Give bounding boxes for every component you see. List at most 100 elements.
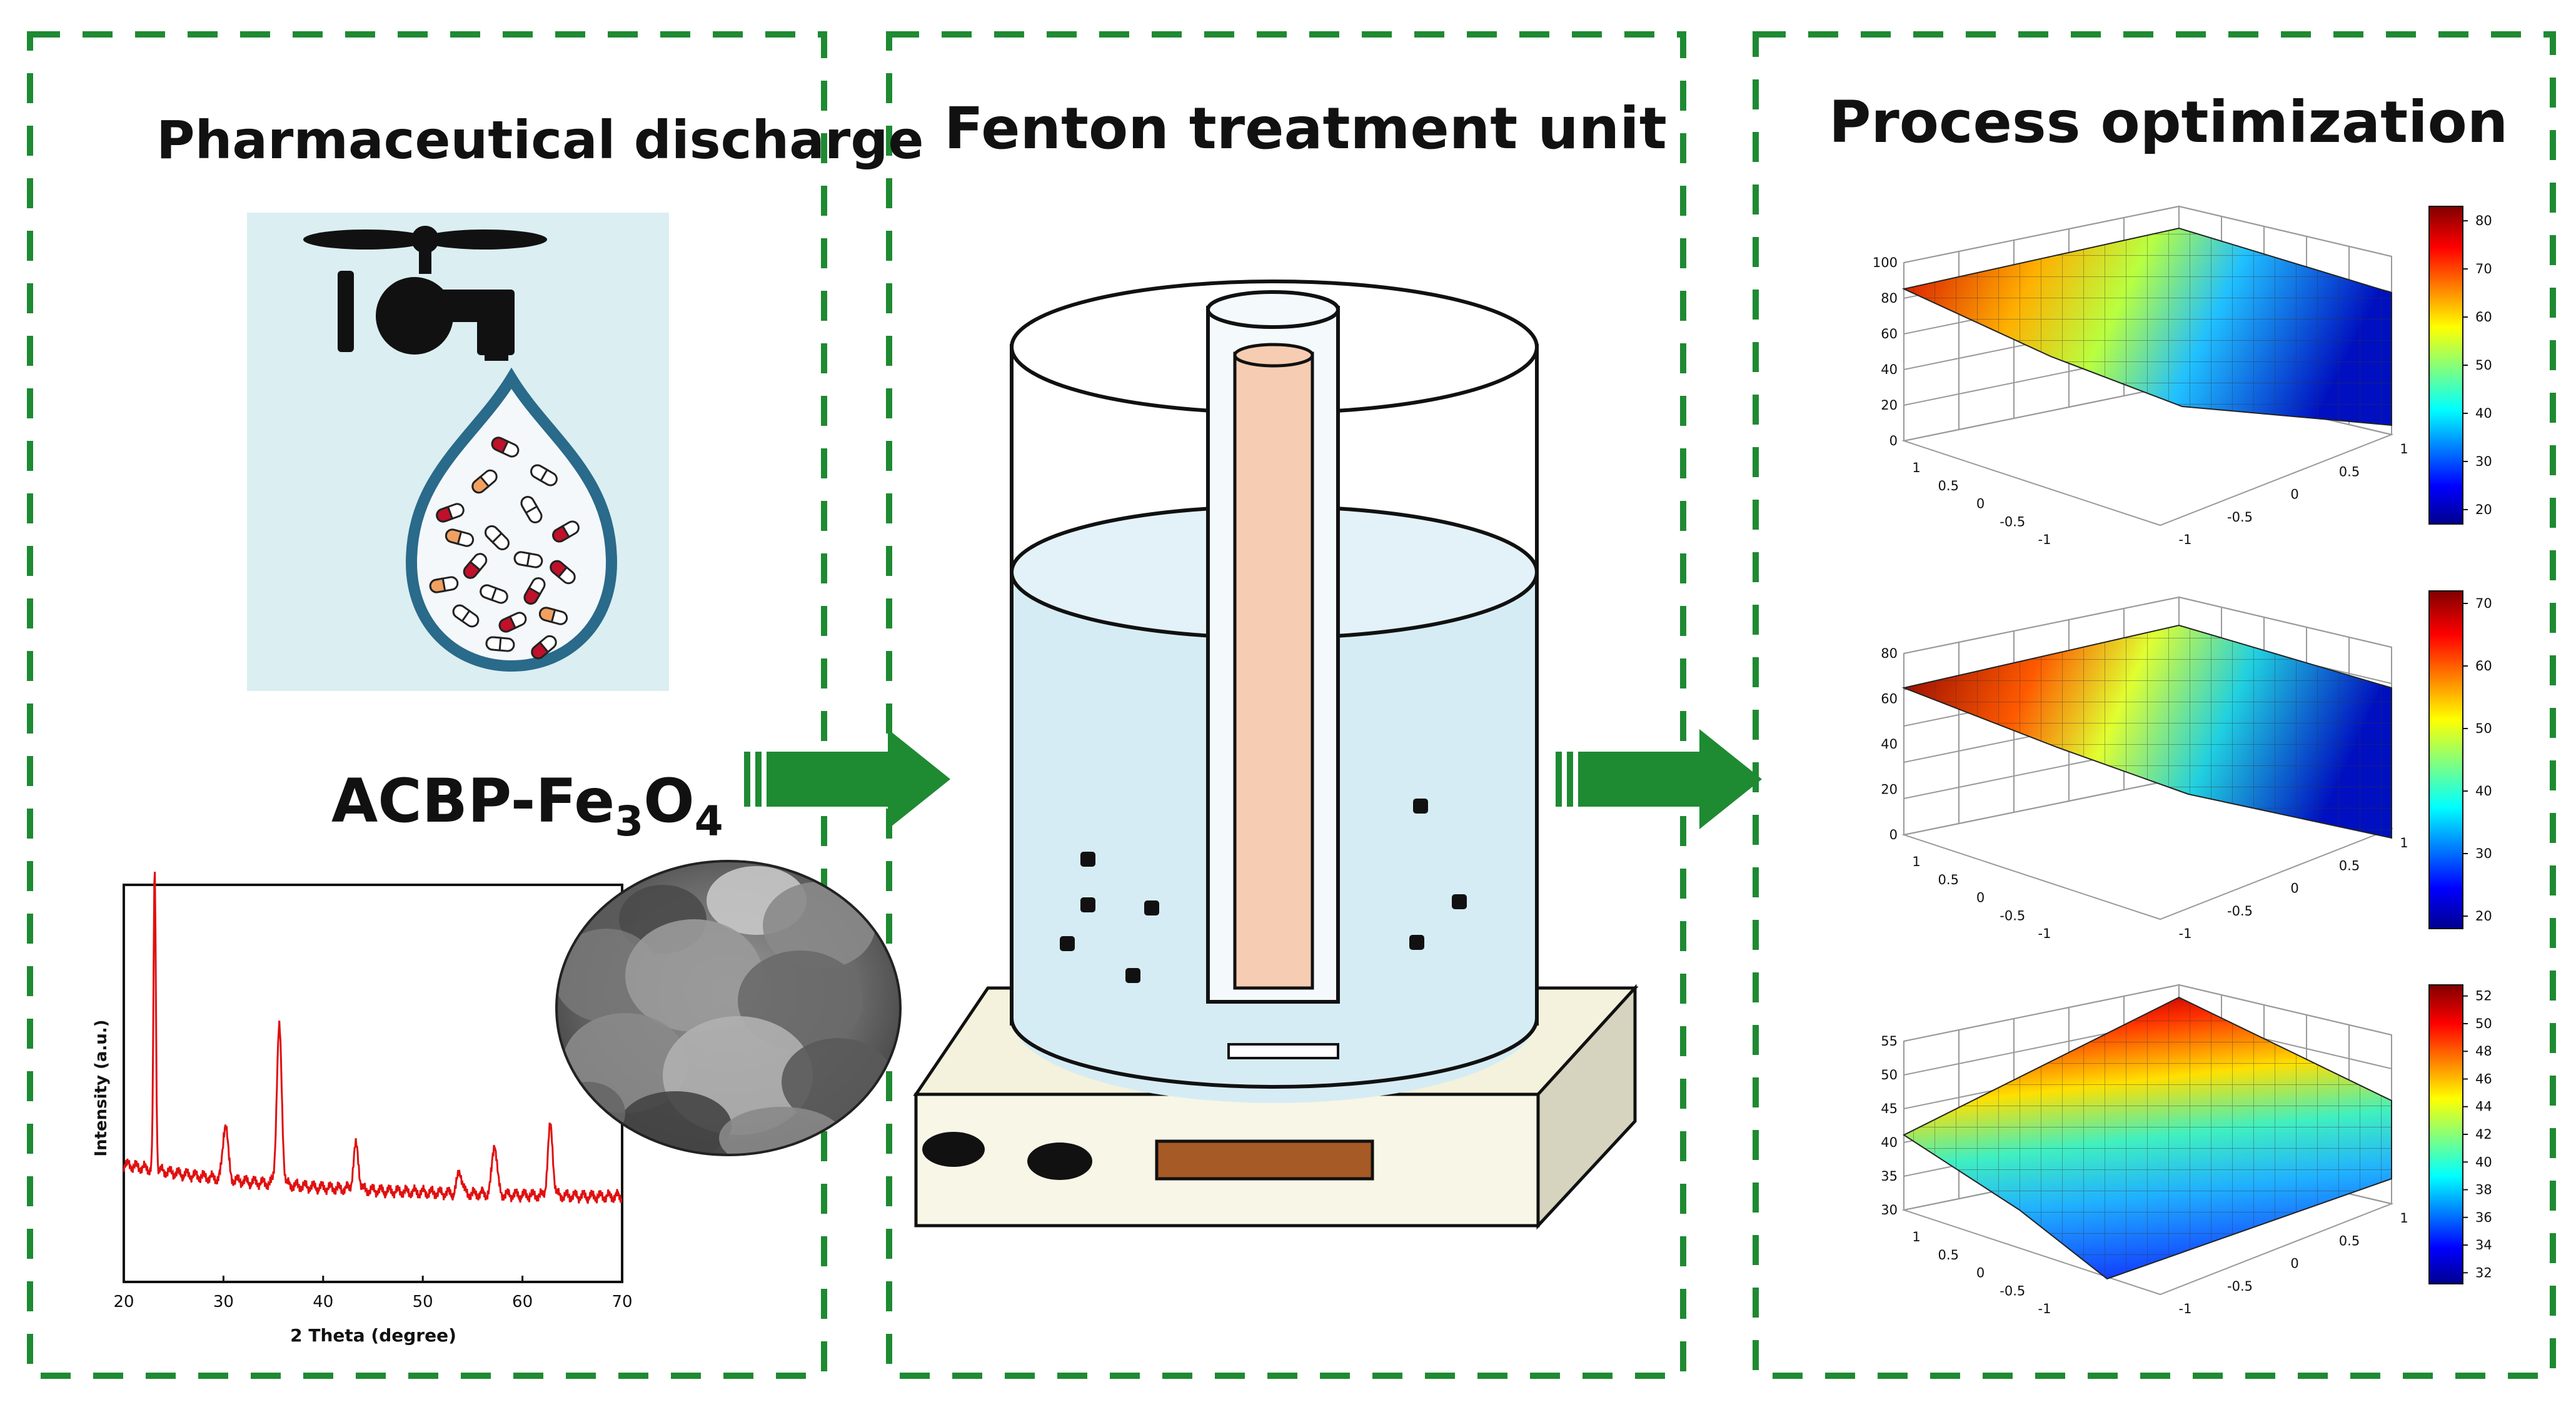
surface-ztick-label: 60 xyxy=(1881,326,1898,341)
surface-ztick-label: 20 xyxy=(1881,398,1898,413)
xrd-plot-frame xyxy=(123,884,623,1283)
right-panel-border xyxy=(1753,31,2556,1379)
right-arrow-icon xyxy=(744,729,950,829)
pill-icon xyxy=(445,528,475,547)
colorbar-tick-label: 40 xyxy=(2475,784,2492,799)
discharge-illustration xyxy=(247,213,669,691)
flow-arrows xyxy=(744,729,1762,829)
surface-ytick-label: 0.5 xyxy=(2339,1233,2360,1248)
surface-ytick-label: 0.5 xyxy=(2339,464,2360,479)
colorbar-tick-label: 70 xyxy=(2475,261,2492,276)
surface-xtick-label: 0 xyxy=(1976,1266,1985,1281)
surface-xtick-label: 0.5 xyxy=(1938,1248,1959,1263)
surface-xtick-label: 0.5 xyxy=(1938,478,1959,493)
surface-xtick-label: -0.5 xyxy=(2000,514,2025,529)
colorbar-tick-label: 60 xyxy=(2475,658,2492,673)
colorbar xyxy=(2428,984,2463,1284)
surface-xtick-label: 1 xyxy=(1912,1229,1920,1244)
xrd-xtick-label: 50 xyxy=(413,1293,433,1311)
pill-icon xyxy=(550,560,576,585)
stir-bar xyxy=(1227,1043,1339,1059)
surface-ztick-label: 60 xyxy=(1881,692,1898,707)
surface-ztick-label: 40 xyxy=(1881,362,1898,377)
surface-xtick-label: -1 xyxy=(2038,1301,2051,1316)
pill-icon xyxy=(531,635,557,660)
pill-icon xyxy=(485,636,515,652)
tap-icon xyxy=(303,226,547,361)
surface-ytick-label: -0.5 xyxy=(2227,1279,2253,1294)
surface-xtick-label: 0.5 xyxy=(1938,872,1959,887)
pill-icon xyxy=(463,553,488,579)
surface-ytick-label: -0.5 xyxy=(2227,510,2253,525)
surface-xtick-label: -0.5 xyxy=(2000,1283,2025,1298)
surface-xtick-label: 1 xyxy=(1912,460,1920,475)
surface-ytick-label: 0.5 xyxy=(2339,858,2360,873)
surface-ytick-label: -1 xyxy=(2179,532,2192,547)
colorbar-tick-label: 36 xyxy=(2475,1210,2492,1225)
surface-xtick-label: 1 xyxy=(1912,854,1920,869)
surface-ztick-label: 20 xyxy=(1881,782,1898,797)
surface-ztick-label: 0 xyxy=(1889,827,1898,842)
pill-icon xyxy=(552,520,580,543)
right-arrow-icon xyxy=(1556,729,1762,829)
surface-xtick-label: -1 xyxy=(2038,532,2051,547)
surface-ytick-label: 1 xyxy=(2400,441,2408,456)
pill-icon xyxy=(485,525,510,550)
colorbar-tick-label: 34 xyxy=(2475,1238,2492,1253)
colorbar-tick-label: 20 xyxy=(2475,502,2492,517)
catalyst-label-part: O xyxy=(643,766,695,836)
surface-ytick-label: -1 xyxy=(2179,1301,2192,1316)
stirrer-knob-icon xyxy=(1027,1142,1092,1180)
xrd-xtick-label: 40 xyxy=(313,1293,333,1311)
surface-ztick-label: 40 xyxy=(1881,737,1898,752)
catalyst-subscript-4: 4 xyxy=(694,797,723,845)
colorbar-tick-label: 42 xyxy=(2475,1127,2492,1142)
pill-icon xyxy=(530,464,558,487)
xrd-xtick-label: 70 xyxy=(611,1293,632,1311)
colorbar-tick-label: 80 xyxy=(2475,213,2492,228)
colorbar-tick-label: 60 xyxy=(2475,310,2492,325)
surface-plot-1: 020406080100-1-0.500.51-1-0.500.51203040… xyxy=(1873,205,2492,547)
colorbar-tick-label: 30 xyxy=(2475,846,2492,861)
sem-particle xyxy=(763,882,875,969)
surface-xtick-label: 0 xyxy=(1976,497,1985,512)
fenton-reactor xyxy=(913,280,1639,1230)
sem-micrograph xyxy=(555,860,902,1156)
pill-icon xyxy=(436,503,465,523)
right-panel-title: Process optimization xyxy=(1829,89,2508,156)
surface-ytick-label: 1 xyxy=(2400,1211,2408,1226)
colorbar-tick-label: 70 xyxy=(2475,596,2492,611)
pill-icon xyxy=(520,496,543,523)
xrd-ylabel: Intensity (a.u.) xyxy=(92,1019,111,1156)
surface-ytick-label: -0.5 xyxy=(2227,904,2253,919)
colorbar-tick-label: 20 xyxy=(2475,909,2492,924)
surface-ztick-label: 80 xyxy=(1881,646,1898,661)
xrd-xtick-label: 30 xyxy=(213,1293,234,1311)
colorbar-tick-label: 48 xyxy=(2475,1044,2492,1059)
surface-xtick-label: 0 xyxy=(1976,890,1985,905)
surface-ztick-label: 0 xyxy=(1889,433,1898,448)
surface-ytick-label: 0 xyxy=(2290,1256,2298,1271)
middle-panel-border xyxy=(886,31,1686,1379)
colorbar-tick-label: 40 xyxy=(2475,406,2492,421)
colorbar-tick-label: 40 xyxy=(2475,1154,2492,1169)
surface-ztick-label: 40 xyxy=(1881,1135,1898,1150)
pill-icon xyxy=(429,576,459,593)
colorbar-tick-label: 52 xyxy=(2475,989,2492,1004)
pill-icon xyxy=(480,584,508,604)
surface-ztick-label: 30 xyxy=(1881,1203,1898,1218)
surface-ztick-label: 45 xyxy=(1881,1101,1898,1116)
surface-ytick-label: 0 xyxy=(2290,881,2298,896)
response-surfaces: 020406080100-1-0.500.51-1-0.500.51203040… xyxy=(1873,205,2492,1316)
catalyst-label-part: ACBP-Fe xyxy=(331,766,615,836)
colorbar xyxy=(2428,206,2463,525)
colorbar-tick-label: 50 xyxy=(2475,358,2492,373)
surface-ztick-label: 50 xyxy=(1881,1067,1898,1082)
reactor-vessel xyxy=(1010,280,1539,1103)
surface-ztick-label: 100 xyxy=(1873,255,1898,270)
heater-display xyxy=(1155,1139,1374,1181)
surface-xtick-label: -1 xyxy=(2038,926,2051,941)
colorbar-tick-label: 44 xyxy=(2475,1099,2492,1114)
